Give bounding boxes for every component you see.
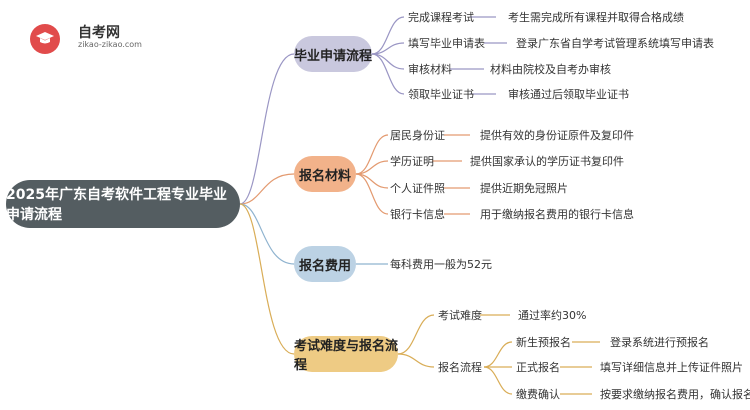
logo-url: zikao-zikao.com bbox=[78, 40, 142, 49]
branch-registration-fee: 报名费用 bbox=[294, 246, 356, 282]
leaf-label: 完成课程考试 bbox=[408, 11, 474, 24]
leaf-label: 填写毕业申请表 bbox=[408, 37, 485, 50]
leaf-label: 银行卡信息 bbox=[390, 208, 445, 221]
leaf-label: 个人证件照 bbox=[390, 182, 445, 195]
leaf-detail: 登录广东省自学考试管理系统填写申请表 bbox=[516, 37, 714, 50]
leaf-label: 领取毕业证书 bbox=[408, 88, 474, 101]
graduation-cap-icon bbox=[30, 24, 60, 54]
leaf-detail: 考生需完成所有课程并取得合格成绩 bbox=[508, 11, 684, 24]
leaf-label: 报名流程 bbox=[438, 361, 482, 374]
leaf-label: 新生预报名 bbox=[516, 336, 571, 349]
leaf-detail: 填写详细信息并上传证件照片 bbox=[600, 361, 743, 374]
leaf-label: 居民身份证 bbox=[390, 129, 445, 142]
leaf-label: 审核材料 bbox=[408, 63, 452, 76]
root-node: 2025年广东自考软件工程专业毕业申请流程 bbox=[6, 180, 240, 228]
leaf-label: 正式报名 bbox=[516, 361, 560, 374]
leaf-detail: 提供近期免冠照片 bbox=[480, 182, 568, 195]
leaf-detail: 提供有效的身份证原件及复印件 bbox=[480, 129, 634, 142]
logo-name: 自考网 bbox=[78, 25, 120, 41]
leaf-detail: 审核通过后领取毕业证书 bbox=[508, 88, 629, 101]
leaf-detail: 登录系统进行预报名 bbox=[610, 336, 709, 349]
branch-difficulty-and-process: 考试难度与报名流程 bbox=[294, 336, 398, 373]
site-logo[interactable]: 自考网 zikao-zikao.com bbox=[30, 20, 180, 56]
leaf-label: 每科费用一般为52元 bbox=[390, 258, 492, 271]
leaf-label: 学历证明 bbox=[390, 155, 434, 168]
leaf-detail: 用于缴纳报名费用的银行卡信息 bbox=[480, 208, 634, 221]
leaf-label: 考试难度 bbox=[438, 309, 482, 322]
leaf-detail: 材料由院校及自考办审核 bbox=[490, 63, 611, 76]
branch-registration-materials: 报名材料 bbox=[294, 156, 356, 192]
branch-graduation-process: 毕业申请流程 bbox=[294, 36, 372, 72]
leaf-label: 缴费确认 bbox=[516, 388, 560, 401]
leaf-detail: 按要求缴纳报名费用，确认报名成功 bbox=[600, 388, 750, 401]
leaf-detail: 提供国家承认的学历证书复印件 bbox=[470, 155, 624, 168]
leaf-detail: 通过率约30% bbox=[518, 309, 587, 322]
